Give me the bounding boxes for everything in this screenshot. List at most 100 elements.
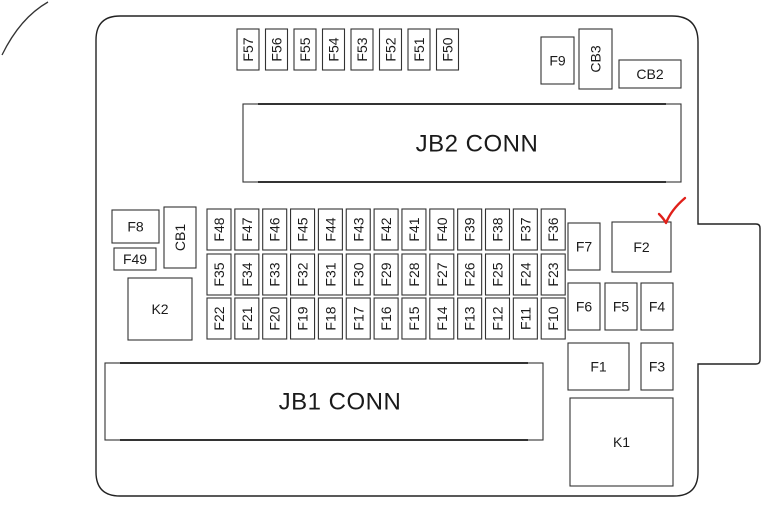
fuse-f33: F33: [262, 253, 288, 296]
circuit-breaker-cb1: CB1: [163, 206, 197, 269]
fuse-f35: F35: [206, 253, 232, 296]
fuse-f44-label: F44: [322, 217, 338, 241]
fuse-f20: F20: [262, 297, 288, 340]
relay-k2: K2: [127, 277, 193, 341]
fuse-f40: F40: [429, 208, 455, 251]
relay-k1-label: K1: [613, 434, 630, 450]
fuse-f11: F11: [512, 297, 538, 340]
fuse-f44: F44: [317, 208, 343, 251]
fuse-f55: F55: [293, 28, 317, 71]
fuse-f28: F28: [401, 253, 427, 296]
fuse-f37: F37: [512, 208, 538, 251]
fuse-f31-label: F31: [322, 262, 338, 286]
fuse-f37-label: F37: [517, 217, 533, 241]
fuse-f33-label: F33: [267, 262, 283, 286]
fuse-f36-label: F36: [545, 217, 561, 241]
red-check-mark-icon: [657, 196, 687, 225]
fuse-f48: F48: [206, 208, 232, 251]
fuse-f47-label: F47: [239, 217, 255, 241]
fuse-f42: F42: [373, 208, 399, 251]
fuse-f32: F32: [289, 253, 316, 296]
fuse-f22-label: F22: [211, 306, 227, 330]
fuse-f19: F19: [289, 297, 316, 340]
fuse-f35-label: F35: [211, 262, 227, 286]
fuse-f40-label: F40: [434, 217, 450, 241]
fuse-f38: F38: [484, 208, 511, 251]
fuse-f54-label: F54: [326, 37, 342, 61]
fuse-f49-label: F49: [123, 251, 147, 267]
relay-k1: K1: [569, 397, 674, 487]
jb1-connector-label: JB1 CONN: [279, 389, 402, 416]
fuse-f57: F57: [236, 28, 260, 71]
circuit-breaker-cb3: CB3: [578, 28, 613, 90]
background-arc: [1, 1, 49, 56]
fuse-f38-label: F38: [490, 217, 506, 241]
fuse-f36: F36: [540, 208, 566, 251]
fuse-f21-label: F21: [239, 306, 255, 330]
fuse-f14-label: F14: [434, 306, 450, 330]
fuse-f45: F45: [289, 208, 316, 251]
fuse-f10-label: F10: [545, 306, 561, 330]
fuse-f12-label: F12: [490, 306, 506, 330]
circuit-breaker-cb3-label: CB3: [588, 45, 604, 72]
fuse-f43: F43: [345, 208, 371, 251]
fuse-f4-label: F4: [649, 299, 666, 315]
fuse-f6-label: F6: [576, 299, 593, 315]
fuse-f55-label: F55: [297, 37, 313, 61]
fuse-f18-label: F18: [322, 306, 338, 330]
fuse-f18: F18: [317, 297, 343, 340]
fuse-f43-label: F43: [350, 217, 366, 241]
fuse-f5: F5: [604, 282, 638, 331]
fuse-f26-label: F26: [462, 262, 478, 286]
fuse-f17: F17: [345, 297, 371, 340]
fuse-f53-label: F53: [354, 37, 370, 61]
fuse-f34: F34: [234, 253, 260, 296]
fuse-f49: F49: [113, 247, 157, 271]
fuse-f32-label: F32: [295, 262, 311, 286]
fuse-f8-label: F8: [127, 219, 144, 235]
fuse-f27-label: F27: [434, 262, 450, 286]
circuit-breaker-cb1-label: CB1: [172, 224, 188, 251]
fuse-f16-label: F16: [378, 306, 394, 330]
top-row-fuses: F57 F56 F55 F54 F53 F52 F51 F50: [236, 28, 460, 71]
fuse-f23: F23: [540, 253, 566, 296]
fuse-f56-label: F56: [269, 37, 285, 61]
fuse-f30-label: F30: [350, 262, 366, 286]
fuse-f13: F13: [457, 297, 483, 340]
fuse-f48-label: F48: [211, 217, 227, 241]
jb1-connector: JB1 CONN: [104, 362, 544, 441]
fuse-f54: F54: [321, 28, 346, 71]
circuit-breaker-cb2: CB2: [618, 59, 682, 89]
fuse-f1-label: F1: [590, 359, 607, 375]
fuse-f34-label: F34: [239, 262, 255, 286]
fuse-f26: F26: [457, 253, 483, 296]
fuse-f42-label: F42: [378, 217, 394, 241]
fuse-f22: F22: [206, 297, 232, 340]
fuse-f12: F12: [484, 297, 511, 340]
fuse-f52: F52: [378, 28, 403, 71]
fuse-f25-label: F25: [490, 262, 506, 286]
fuse-f50-label: F50: [440, 37, 456, 61]
fuse-f24: F24: [512, 253, 538, 296]
fuse-f17-label: F17: [350, 306, 366, 330]
fuse-f19-label: F19: [295, 306, 311, 330]
fuse-f52-label: F52: [383, 37, 399, 61]
fuse-f39-label: F39: [462, 217, 478, 241]
fuse-f41-label: F41: [406, 217, 422, 241]
fuse-f8: F8: [111, 209, 160, 244]
fuse-f10: F10: [540, 297, 566, 340]
fuse-f13-label: F13: [462, 306, 478, 330]
fuse-f51: F51: [407, 28, 431, 71]
fuse-f3: F3: [640, 342, 674, 391]
fuse-f27: F27: [429, 253, 455, 296]
fuse-f4: F4: [640, 282, 674, 331]
fuse-box-outline: [95, 15, 761, 497]
fuse-f31: F31: [317, 253, 343, 296]
fuse-f14: F14: [429, 297, 455, 340]
fuse-f45-label: F45: [295, 217, 311, 241]
fuse-f11-label: F11: [517, 307, 533, 330]
fuse-f20-label: F20: [267, 306, 283, 330]
fuse-f23-label: F23: [545, 262, 561, 286]
